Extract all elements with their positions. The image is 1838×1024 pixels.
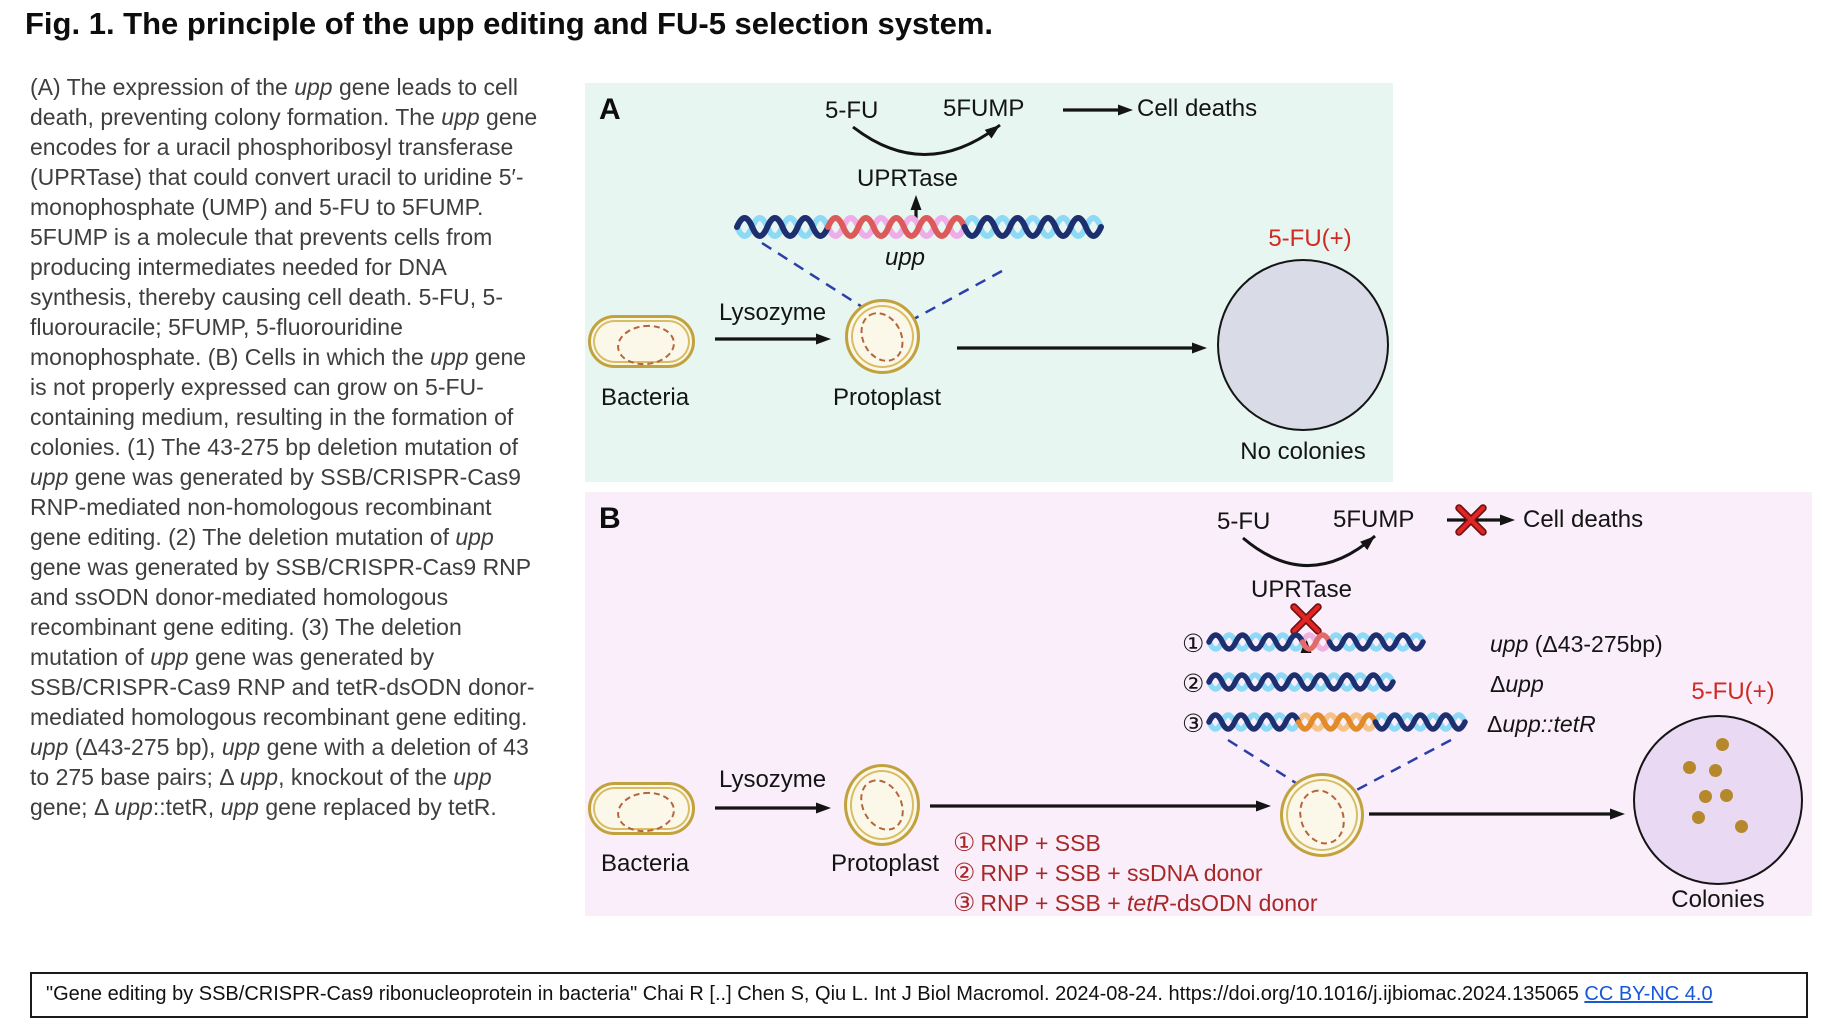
- substrate-label-b: 5-FU: [1217, 508, 1271, 535]
- panel-b-label: B: [599, 502, 621, 535]
- protoplast-cell-b1: [844, 764, 920, 846]
- condition-label-b: 5-FU(+): [1691, 678, 1775, 705]
- plate-b: [1633, 715, 1803, 885]
- colony-dot: [1709, 764, 1722, 777]
- colony-dot: [1692, 811, 1705, 824]
- figure-title: Fig. 1. The principle of the upp editing…: [25, 6, 994, 41]
- panel-b: B 5-FU 5FUMP Cell deaths UPRTase ① ② ③ u…: [585, 492, 1812, 916]
- helix-row-1-label: upp (Δ43-275bp): [1490, 631, 1663, 657]
- colony-dot: [1699, 790, 1712, 803]
- enzyme-label-a: UPRTase: [857, 165, 958, 192]
- treatment-2-text: RNP + SSB + ssDNA donor: [980, 860, 1263, 886]
- gene-label-a: upp: [884, 244, 926, 271]
- plasmid-icon: [852, 304, 912, 370]
- plate-a: [1217, 259, 1389, 431]
- bacteria-label-b: Bacteria: [601, 850, 690, 877]
- plasmid-icon: [851, 771, 913, 839]
- plate-label-a: No colonies: [1240, 438, 1366, 465]
- license-link[interactable]: CC BY-NC 4.0: [1584, 983, 1713, 1005]
- plasmid-icon: [615, 322, 677, 368]
- plasmid-icon: [1291, 783, 1353, 851]
- panel-b-linework: [715, 504, 1625, 820]
- helix-row-3-label: Δupp::tetR: [1487, 711, 1596, 737]
- treatment-2-number: ②: [953, 859, 976, 887]
- treatment-1-text: RNP + SSB: [980, 830, 1101, 856]
- protoplast-label-a: Protoplast: [833, 384, 942, 411]
- bacteria-label-a: Bacteria: [601, 384, 690, 411]
- citation-bar: "Gene editing by SSB/CRISPR-Cas9 ribonuc…: [30, 972, 1808, 1018]
- result-label-b: Cell deaths: [1523, 506, 1644, 533]
- colony-dot: [1716, 738, 1729, 751]
- product-label-a: 5FUMP: [943, 95, 1025, 122]
- helix-row-1-number: ①: [1182, 630, 1205, 658]
- substrate-label-a: 5-FU: [825, 97, 879, 124]
- figure-caption: (A) The expression of the upp gene leads…: [30, 74, 538, 820]
- lysozyme-label-a: Lysozyme: [719, 299, 827, 326]
- protoplast-cell-a: [845, 299, 920, 374]
- citation-text: "Gene editing by SSB/CRISPR-Cas9 ribonuc…: [46, 983, 1585, 1005]
- colony-dot: [1683, 761, 1696, 774]
- bacteria-cell-b: [588, 782, 695, 835]
- plasmid-icon: [615, 789, 677, 835]
- helix-row-2-label: Δupp: [1490, 671, 1544, 697]
- helix-row-3-number: ③: [1182, 710, 1205, 738]
- panel-a-label: A: [599, 93, 621, 126]
- treatment-1-number: ①: [953, 829, 976, 857]
- colony-dot: [1735, 820, 1748, 833]
- product-label-b: 5FUMP: [1333, 506, 1415, 533]
- colony-dot: [1720, 789, 1733, 802]
- treatment-3-text: RNP + SSB + tetR-dsODN donor: [980, 890, 1318, 916]
- treatment-3-number: ③: [953, 889, 976, 916]
- bacteria-cell-a: [588, 315, 695, 368]
- protoplast-cell-b2: [1280, 773, 1364, 857]
- plate-label-b: Colonies: [1671, 886, 1765, 913]
- helix-row-2-number: ②: [1182, 670, 1205, 698]
- protoplast-label-b: Protoplast: [831, 850, 940, 877]
- result-label-a: Cell deaths: [1137, 95, 1258, 122]
- condition-label-a: 5-FU(+): [1268, 225, 1352, 252]
- panel-a: A 5-FU 5FUMP Cell deaths UPRTase upp Bac…: [585, 83, 1393, 482]
- lysozyme-label-b: Lysozyme: [719, 766, 827, 793]
- enzyme-label-b: UPRTase: [1251, 576, 1352, 603]
